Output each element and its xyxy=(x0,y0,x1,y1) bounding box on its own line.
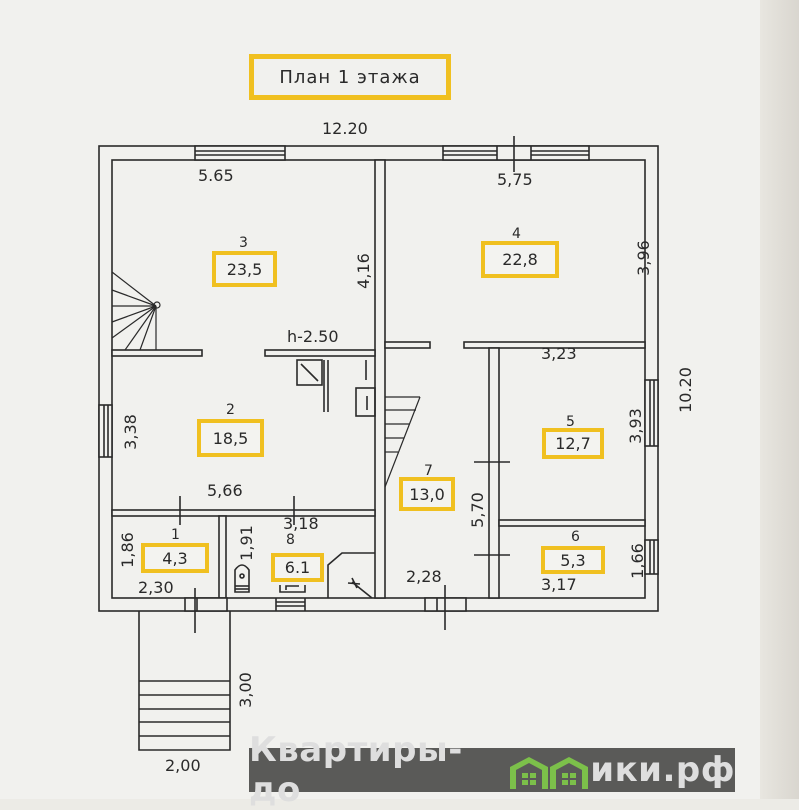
plan-title: План 1 этажа xyxy=(249,54,451,100)
room-7-area: 13,0 xyxy=(399,477,455,511)
window-right-room6 xyxy=(644,539,659,575)
boiler-mark-icon xyxy=(347,577,373,599)
room-2-number: 2 xyxy=(226,402,235,418)
dim-porch-width: 2,00 xyxy=(165,756,201,775)
room-7-number: 7 xyxy=(424,463,433,479)
ventilation-shaft xyxy=(296,359,376,417)
brand-house-logo xyxy=(508,750,590,790)
dim-total-height: 10.20 xyxy=(675,367,695,413)
wall-room2-bottom xyxy=(111,509,376,517)
dim-room3-width: 5.65 xyxy=(198,166,234,185)
wall-room5-room6 xyxy=(498,519,646,527)
brand-suffix: ики.рф xyxy=(590,750,735,790)
wall-room4-room5 xyxy=(463,341,646,349)
room-1-number: 1 xyxy=(171,527,180,543)
room-6-area: 5,3 xyxy=(541,546,605,574)
room-4-area: 22,8 xyxy=(481,241,559,278)
dim-room8-width: 3,18 xyxy=(283,514,319,533)
dim-porch-length: 3,00 xyxy=(235,672,255,708)
room-6-number: 6 xyxy=(571,529,580,545)
window-left xyxy=(98,404,113,458)
bathroom-vent-bottom xyxy=(275,598,306,611)
room-5-number: 5 xyxy=(566,414,575,430)
dim-room4-height: 3,96 xyxy=(633,240,653,276)
window-right-room5 xyxy=(644,379,659,447)
wall-room4-room7-left xyxy=(384,341,431,349)
dim-room2-width: 5,66 xyxy=(207,481,243,500)
room-8-number: 8 xyxy=(286,532,295,548)
dim-room6-height: 1,66 xyxy=(627,543,647,579)
dim-room7-width: 2,28 xyxy=(406,567,442,586)
house-icon xyxy=(510,756,589,789)
page-edge-shadow xyxy=(760,0,799,799)
dim-room7-length: 5,70 xyxy=(467,492,487,528)
dim-room2-height: 3,38 xyxy=(120,414,140,450)
dim-room6-width: 3,17 xyxy=(541,575,577,594)
boiler-corner xyxy=(327,552,375,598)
dim-room1-width: 2,30 xyxy=(138,578,174,597)
outer-wall-outer xyxy=(98,145,659,612)
spiral-stair xyxy=(111,271,161,351)
sink-icon xyxy=(279,585,306,593)
room-8-area: 6.1 xyxy=(271,553,324,582)
room-4-number: 4 xyxy=(512,226,521,242)
wall-room3-room2-left xyxy=(111,349,203,357)
room-5-area: 12,7 xyxy=(542,428,604,459)
wall-central xyxy=(374,159,386,599)
porch-stairs xyxy=(138,611,231,751)
wall-room3-room2-right xyxy=(264,349,376,357)
straight-stair xyxy=(384,396,421,488)
room-1-area: 4,3 xyxy=(141,543,209,573)
dim-room5-width: 3,23 xyxy=(541,344,577,363)
ceiling-height: h-2.50 xyxy=(287,327,339,346)
front-door xyxy=(184,597,228,612)
room-3-number: 3 xyxy=(239,235,248,251)
window-bottom-room7 xyxy=(424,585,467,630)
window-top-right xyxy=(442,136,590,172)
dim-room8-height: 1,91 xyxy=(236,525,256,561)
dim-room5-height: 3,93 xyxy=(625,408,645,444)
toilet-icon xyxy=(234,564,250,593)
dim-total-width: 12.20 xyxy=(322,119,368,138)
window-top-left xyxy=(194,145,286,161)
dim-room4-width: 5,75 xyxy=(497,170,533,189)
brand-prefix: Квартиры-до xyxy=(249,730,463,810)
wall-room7-room5 xyxy=(488,347,500,599)
dim-room1-height: 1,86 xyxy=(117,532,137,568)
room-2-area: 18,5 xyxy=(197,419,264,457)
dim-room3-height: 4,16 xyxy=(353,253,373,289)
wall-room1-room8 xyxy=(218,515,227,599)
room-3-area: 23,5 xyxy=(212,251,277,287)
brand-watermark: Квартиры-до ики.рф м xyxy=(249,730,735,810)
